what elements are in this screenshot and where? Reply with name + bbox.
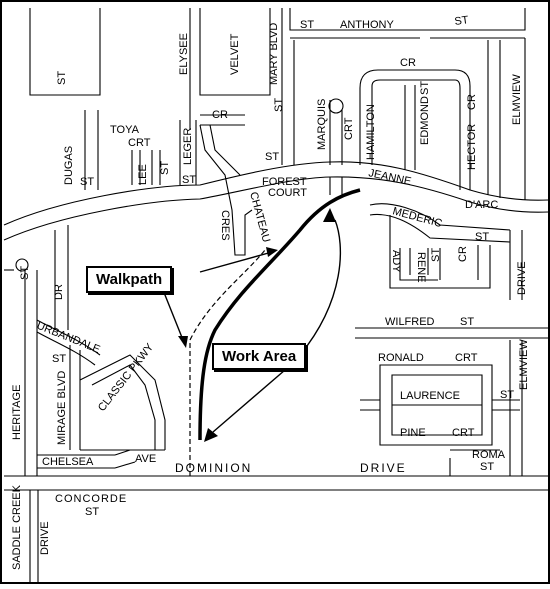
label-st-edmond: ST	[419, 81, 431, 95]
label-crt-pine: CRT	[452, 427, 475, 439]
label-st-rene: ST	[430, 248, 442, 262]
label-st-anthony: ST	[454, 14, 470, 28]
label-darc: D'ARC	[465, 199, 498, 211]
walkpath-route	[189, 249, 266, 476]
label-cr-hector: CR	[466, 94, 478, 110]
label-st-laurence: ST	[500, 389, 514, 401]
label-st-mid: ST	[265, 151, 279, 163]
label-hamilton: HAMILTON	[365, 104, 377, 160]
label-marquis: MARQUIS	[316, 99, 328, 150]
label-crt-ronald: CRT	[455, 352, 478, 364]
walkpath-callout: Walkpath	[86, 266, 173, 293]
label-hector: HECTOR	[466, 124, 478, 170]
work-area-label: Work Area	[222, 348, 297, 365]
label-elmview-top: ELMVIEW	[511, 74, 523, 125]
label-lee: LEE	[137, 164, 149, 185]
label-ady: ADY	[390, 250, 402, 273]
label-dr-left: DR	[53, 284, 65, 300]
label-elmview-right: ELMVIEW	[518, 339, 530, 390]
label-toya: TOYA	[110, 124, 140, 136]
label-drive-saddle: DRIVE	[39, 521, 51, 555]
label-st-mederic: ST	[475, 231, 489, 243]
label-drive-right: DRIVE	[516, 261, 528, 295]
label-chelsea: CHELSEA	[42, 456, 94, 468]
walkpath-label: Walkpath	[96, 271, 163, 288]
label-crt-toya: CRT	[128, 137, 151, 149]
label-elysee: ELYSEE	[178, 33, 190, 75]
label-crt-marquis: CRT	[343, 117, 355, 140]
label-dominion: DOMINION	[175, 461, 252, 475]
work-area-callout: Work Area	[212, 343, 307, 370]
label-st-leger: ST	[182, 174, 196, 186]
label-st-dugas: ST	[80, 176, 94, 188]
label-court: COURT	[268, 187, 307, 199]
label-leger: LEGER	[182, 128, 194, 165]
label-cr-top: CR	[400, 57, 416, 69]
label-st-urbandale: ST	[52, 353, 66, 365]
label-wilfred: WILFRED	[385, 316, 435, 328]
callout-arrows	[162, 208, 342, 442]
label-edmond: EDMOND	[419, 96, 431, 145]
label-cr-rene: CR	[457, 246, 469, 262]
label-roma: ROMA	[472, 449, 506, 461]
label-st-concorde: ST	[85, 506, 99, 518]
label-ronald: RONALD	[378, 352, 424, 364]
label-st-top-mid: ST	[300, 19, 314, 31]
label-laurence: LAURENCE	[400, 390, 460, 402]
label-pine: PINE	[400, 427, 426, 439]
road-network	[3, 8, 549, 583]
label-anthony: ANTHONY	[340, 19, 394, 31]
label-drive-bottom: DRIVE	[360, 461, 407, 475]
label-ave: AVE	[135, 453, 156, 465]
label-heritage: HERITAGE	[11, 385, 23, 440]
label-mary-blvd: MARY BLVD	[268, 23, 280, 85]
label-concorde: CONCORDE	[55, 493, 127, 505]
label-st-dr: ST	[19, 266, 31, 280]
label-st-left: ST	[273, 98, 285, 112]
label-st-lee: ST	[159, 161, 171, 175]
label-saddle-creek: SADDLE CREEK	[11, 484, 23, 570]
label-st-roma: ST	[480, 461, 494, 473]
label-cr-leger: CR	[212, 109, 228, 121]
label-forest: FOREST	[262, 176, 307, 188]
label-st-top-left: ST	[56, 71, 68, 85]
label-st-wilfred: ST	[460, 316, 474, 328]
label-rene: RENE	[415, 252, 427, 283]
work-area-route	[198, 188, 361, 441]
label-cres: CRES	[219, 210, 231, 241]
label-mirage: MIRAGE BLVD	[56, 371, 68, 445]
label-dugas: DUGAS	[63, 146, 75, 185]
label-velvet: VELVET	[229, 33, 241, 75]
